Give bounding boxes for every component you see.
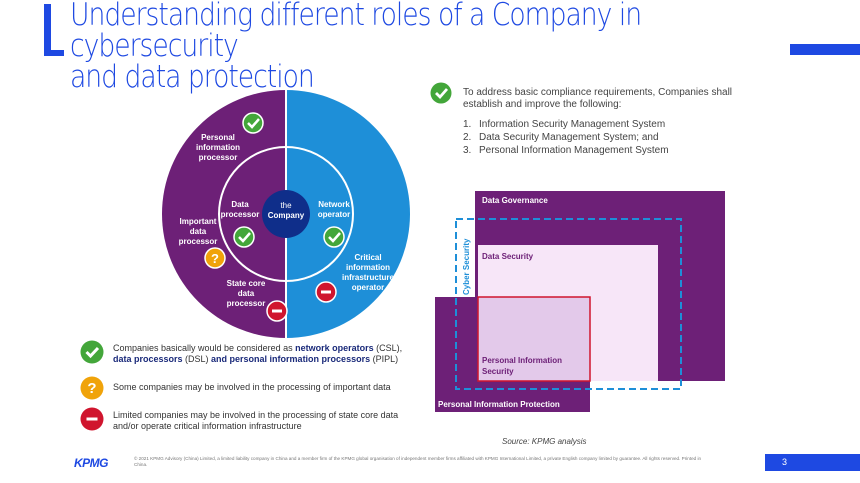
- copyright-text: © 2021 KPMG Advisory (China) Limited, a …: [134, 456, 702, 467]
- roles-circle-diagram: the Company Personal information process…: [162, 90, 410, 338]
- legend-minus-text: Limited companies may be involved in the…: [113, 410, 399, 431]
- page-title-line2: and data protection: [70, 59, 315, 95]
- legend-question-text: Some companies may be involved in the pr…: [113, 382, 391, 392]
- page-title-line1: Understanding different roles of a Compa…: [70, 0, 642, 64]
- cyber-security-label: Cyber Security: [462, 238, 471, 295]
- outer-left-half: [162, 90, 286, 338]
- label-state-core-1: State core: [227, 279, 266, 288]
- label-data-processor-2: processor: [221, 210, 260, 219]
- list-item: 1.Information Security Management System: [463, 119, 666, 130]
- label-network-operator-1: Network: [318, 200, 350, 209]
- list-item: 2.Data Security Management System; and: [463, 132, 659, 143]
- list-item: 3.Personal Information Management System: [463, 145, 669, 156]
- minus-icon: [80, 407, 104, 431]
- systems-list: 1.Information Security Management System…: [463, 118, 669, 157]
- outer-right-half: [286, 90, 410, 338]
- pi-security-box: [477, 296, 591, 382]
- legend-check-text: Companies basically would be considered …: [113, 343, 403, 364]
- label-network-operator-2: operator: [318, 210, 350, 219]
- svg-text:?: ?: [211, 251, 219, 266]
- center-text-1: the: [280, 201, 292, 210]
- label-pi-processor-3: processor: [199, 153, 238, 162]
- question-icon: ?: [80, 376, 104, 400]
- data-governance-label: Data Governance: [482, 196, 548, 205]
- source-note: Source: KPMG analysis: [502, 437, 587, 446]
- kpmg-logo: KPMG: [74, 456, 109, 470]
- title-right-bar: [790, 44, 860, 55]
- label-data-processor-1: Data: [231, 200, 249, 209]
- title-accent-bar: [44, 4, 51, 56]
- center-circle: [262, 190, 310, 238]
- label-critical-1: Critical: [354, 253, 381, 262]
- governance-boxes-diagram: Data Governance Data Security Personal I…: [435, 191, 725, 412]
- page-number-bar: [765, 454, 860, 471]
- check-icon: [323, 226, 345, 248]
- question-icon: ?: [204, 247, 226, 269]
- check-icon: [80, 340, 104, 364]
- check-icon: [430, 82, 452, 104]
- label-state-core-2: data: [238, 289, 255, 298]
- minus-icon: [266, 300, 288, 322]
- label-state-core-3: processor: [227, 299, 266, 308]
- label-critical-4: operator: [352, 283, 384, 292]
- label-important-3: processor: [179, 237, 218, 246]
- intro-text: To address basic compliance requirements…: [463, 87, 733, 110]
- label-important-2: data: [190, 227, 207, 236]
- title-accent-underline: [44, 50, 64, 56]
- label-critical-3: infrastructure: [342, 273, 395, 282]
- label-pi-processor-1: Personal: [201, 133, 235, 142]
- pi-security-label-1: Personal Information: [482, 356, 562, 365]
- page-title: Understanding different roles of a Compa…: [70, 0, 689, 93]
- label-critical-2: information: [346, 263, 390, 272]
- check-icon: [242, 112, 264, 134]
- page-number: 3: [782, 457, 788, 467]
- cyber-security-box: [455, 218, 682, 390]
- minus-icon: [315, 281, 337, 303]
- pi-security-label-2: Security: [482, 367, 514, 376]
- label-pi-processor-2: information: [196, 143, 240, 152]
- center-text-2: Company: [268, 211, 305, 220]
- svg-text:?: ?: [87, 380, 96, 397]
- data-security-label: Data Security: [482, 252, 534, 261]
- pi-protection-label: Personal Information Protection: [438, 400, 560, 409]
- check-icon: [233, 226, 255, 248]
- label-important-1: Important: [180, 217, 217, 226]
